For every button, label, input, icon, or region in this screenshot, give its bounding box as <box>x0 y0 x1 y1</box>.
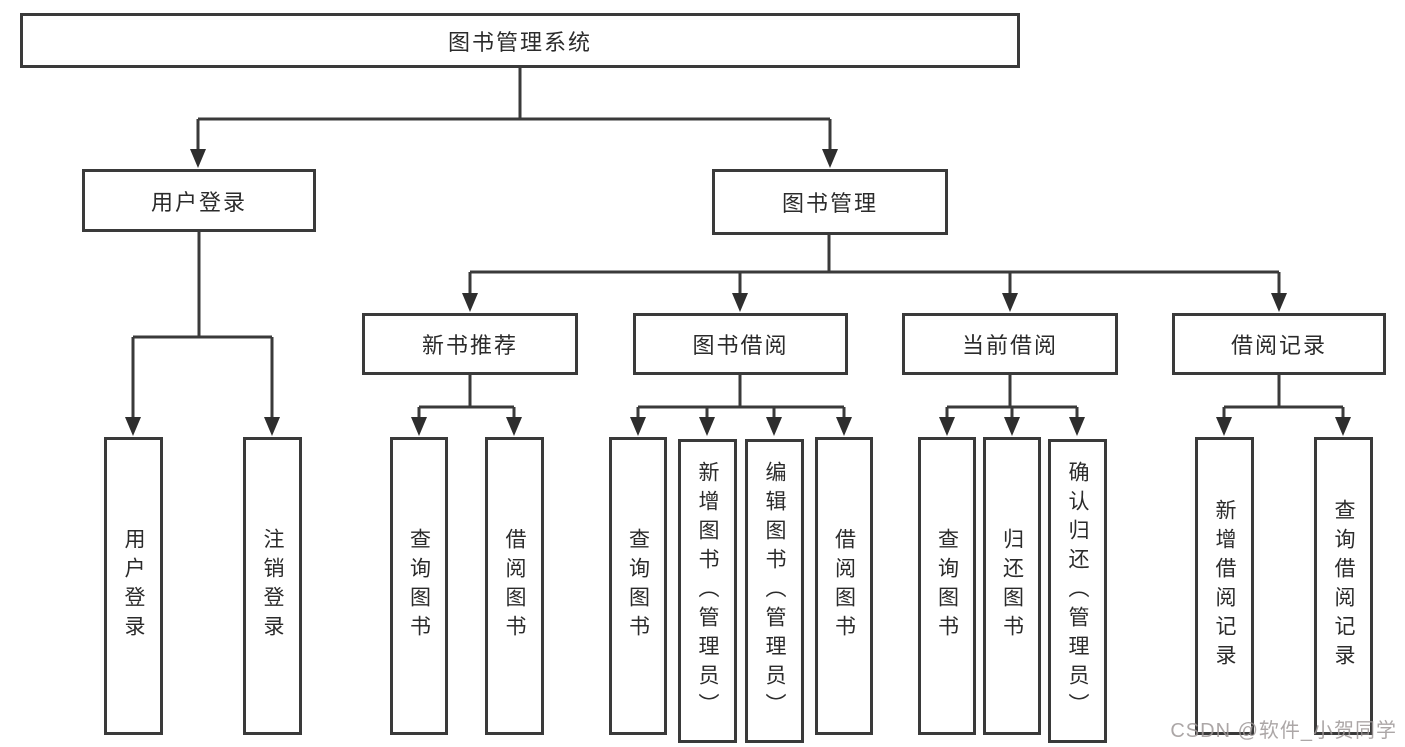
node-book-borrow: 图书借阅 <box>633 313 848 375</box>
leaf-confirm-return-admin-label: 确认归还（管理员） <box>1066 460 1089 722</box>
node-borrow-records-label: 借阅记录 <box>1230 333 1327 358</box>
node-root: 图书管理系统 <box>20 13 1020 68</box>
leaf-borrow-books-2: 借阅图书 <box>815 437 873 735</box>
node-book-management: 图书管理 <box>712 169 948 235</box>
leaf-add-borrow-record-label: 新增借阅记录 <box>1213 499 1236 673</box>
node-root-label: 图书管理系统 <box>447 29 592 55</box>
leaf-edit-book-admin-label: 编辑图书（管理员） <box>763 460 786 722</box>
csdn-watermark: CSDN @软件_小贺同学 <box>1170 720 1397 742</box>
leaf-query-books-3-label: 查询图书 <box>935 528 959 644</box>
leaf-user-login-label: 用户登录 <box>122 528 145 644</box>
leaf-return-book: 归还图书 <box>983 437 1041 735</box>
node-book-management-label: 图书管理 <box>781 191 878 216</box>
leaf-add-borrow-record: 新增借阅记录 <box>1195 437 1254 735</box>
leaf-borrow-books-1: 借阅图书 <box>485 437 544 735</box>
node-user-login: 用户登录 <box>82 169 316 232</box>
leaf-query-books-1: 查询图书 <box>390 437 448 735</box>
leaf-borrow-books-1-label: 借阅图书 <box>503 528 526 644</box>
leaf-add-book-admin-label: 新增图书（管理员） <box>696 460 719 722</box>
leaf-confirm-return-admin: 确认归还（管理员） <box>1048 439 1107 743</box>
node-new-book-recommend-label: 新书推荐 <box>421 333 518 358</box>
leaf-logout-label: 注销登录 <box>261 528 284 644</box>
node-new-book-recommend: 新书推荐 <box>362 313 578 375</box>
leaf-return-book-label: 归还图书 <box>1000 528 1024 644</box>
leaf-logout: 注销登录 <box>243 437 302 735</box>
leaf-query-books-3: 查询图书 <box>918 437 976 735</box>
leaf-query-books-2: 查询图书 <box>609 437 667 735</box>
leaf-query-borrow-record-label: 查询借阅记录 <box>1332 499 1355 673</box>
node-current-borrow-label: 当前借阅 <box>961 333 1058 358</box>
leaf-query-books-1-label: 查询图书 <box>407 528 431 644</box>
node-book-borrow-label: 图书借阅 <box>692 333 789 358</box>
leaf-user-login: 用户登录 <box>104 437 163 735</box>
arrowheads <box>125 149 1351 436</box>
leaf-query-borrow-record: 查询借阅记录 <box>1314 437 1373 735</box>
node-borrow-records: 借阅记录 <box>1172 313 1386 375</box>
node-current-borrow: 当前借阅 <box>902 313 1118 375</box>
node-user-login-label: 用户登录 <box>150 189 247 215</box>
leaf-add-book-admin: 新增图书（管理员） <box>678 439 737 743</box>
leaf-borrow-books-2-label: 借阅图书 <box>832 528 856 644</box>
leaf-edit-book-admin: 编辑图书（管理员） <box>745 439 804 743</box>
leaf-query-books-2-label: 查询图书 <box>626 528 650 644</box>
